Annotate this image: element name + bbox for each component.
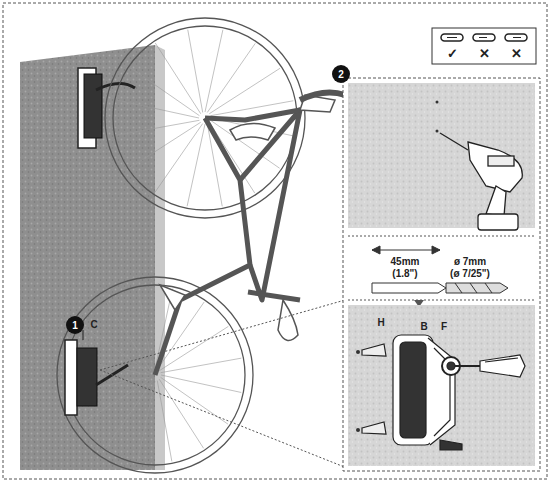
dimension: (1.8") — [392, 268, 417, 279]
callout-number: 2 — [332, 65, 350, 83]
dimension: 45mm — [391, 256, 420, 267]
callout-text: 1 — [72, 320, 78, 331]
cross-mark: ✕ — [479, 47, 490, 61]
check-mark: ✓ — [447, 47, 458, 61]
part-letter: B — [419, 321, 428, 332]
callout-text: 2 — [338, 69, 344, 80]
part-letter: C — [90, 319, 97, 330]
dimension: ø 7mm — [454, 256, 486, 267]
cross-mark: ✕ — [511, 47, 522, 61]
part-letter: F — [440, 321, 448, 332]
part-letter: H — [376, 317, 385, 328]
callout-number: 1 — [66, 316, 84, 334]
dimension: (ø 7/25") — [450, 268, 490, 279]
